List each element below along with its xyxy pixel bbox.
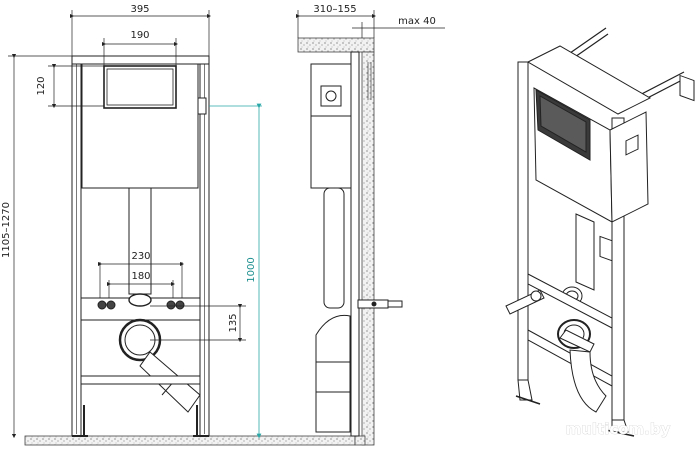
isometric-view (505, 27, 695, 437)
front-view (71, 55, 210, 437)
iso-cistern-side (609, 111, 649, 223)
side-dimensions (295, 10, 445, 38)
dim-depth-range: 310–155 (313, 4, 356, 15)
dim-height-range: 1105–1270 (1, 202, 12, 258)
flush-height-dimension (209, 103, 262, 439)
dim-drain-height: 135 (228, 313, 239, 332)
side-rail (350, 51, 360, 437)
ceiling-hatch (297, 37, 375, 53)
watermark: multicom.by (566, 420, 671, 438)
side-view (297, 37, 403, 446)
floor-hatch-front (24, 435, 356, 446)
wall-hatch (361, 51, 375, 446)
dim-pipe-spacing-outer: 230 (131, 251, 150, 262)
side-pipe (323, 187, 345, 309)
side-cistern (310, 63, 352, 189)
dim-flush-height: 1000 (246, 257, 257, 282)
dim-width-panel: 190 (130, 30, 149, 41)
dim-pipe-spacing-inner: 180 (131, 271, 150, 282)
dim-width-total: 395 (130, 4, 149, 15)
dim-wall-max: max 40 (398, 16, 436, 27)
front-dimensions (8, 10, 246, 439)
dim-panel-height: 120 (36, 76, 47, 95)
